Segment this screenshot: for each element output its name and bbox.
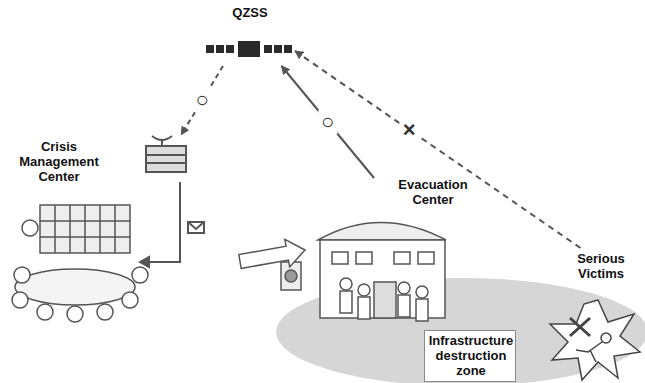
block-arrow <box>239 239 305 268</box>
center-node: Evacuation Center <box>305 178 482 322</box>
center-node: Crisis Management Center <box>5 125 240 320</box>
dashed-arrow <box>295 51 581 248</box>
satellite-icon <box>206 41 292 57</box>
node-label: QZSS <box>205 6 295 21</box>
node-label: Infrastructure destruction zone <box>425 334 517 379</box>
dashed-arrow <box>181 66 223 135</box>
signal-arrow <box>282 66 375 178</box>
meeting-illustration <box>12 205 148 322</box>
edge-mark: × <box>400 118 419 142</box>
node-label: Crisis Management Center <box>7 140 111 185</box>
edge-mark: ○ <box>318 110 337 134</box>
edge-mark: ○ <box>192 88 211 112</box>
node-label: Evacuation Center <box>385 178 481 208</box>
victim-node: Serious Victims <box>560 248 642 290</box>
zone-label-box: Infrastructure destruction zone <box>424 330 516 382</box>
internal-notice-arrow <box>140 182 204 267</box>
evacuees <box>340 278 428 321</box>
node-label: Serious Victims <box>560 252 642 282</box>
satellite-node: QZSS <box>205 6 295 66</box>
crisis-building-icon <box>146 136 186 172</box>
victim-illustration <box>550 300 640 380</box>
